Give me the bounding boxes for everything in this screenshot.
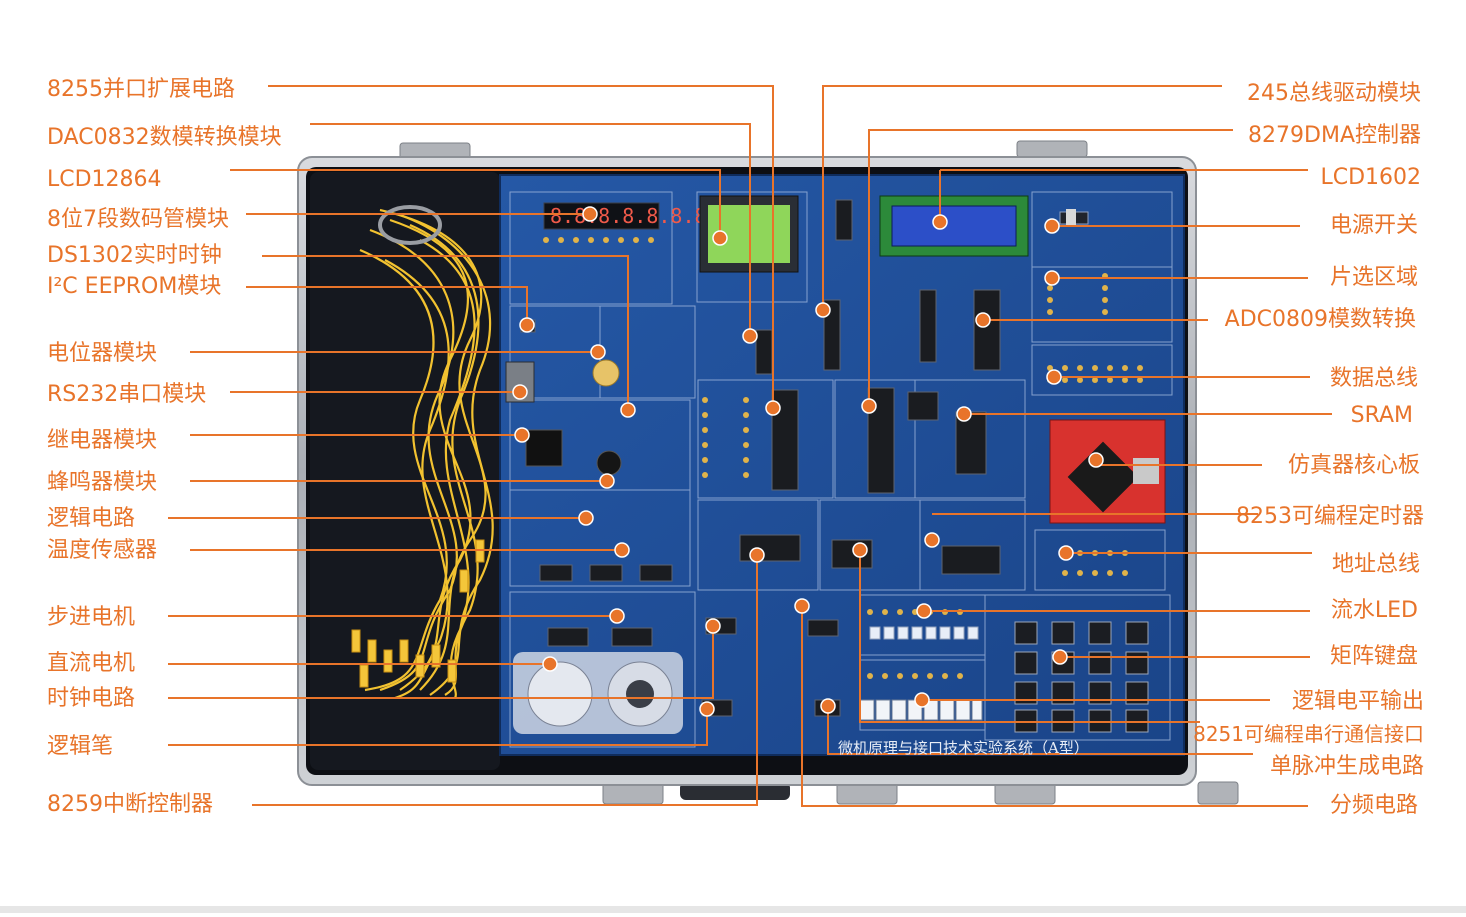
bottom-rule bbox=[0, 906, 1466, 913]
board-section-lines bbox=[509, 191, 1173, 748]
case-handle bbox=[680, 782, 790, 800]
label-8259: 8259中断控制器 bbox=[47, 792, 213, 817]
label-power-switch: 电源开关 bbox=[1329, 213, 1418, 238]
label-lcd12864: LCD12864 bbox=[47, 167, 162, 192]
buzzer bbox=[596, 450, 622, 476]
label-i2c-eeprom: I²C EEPROM模块 bbox=[47, 274, 222, 299]
label-8251: 8251可编程串行通信接口 bbox=[1193, 722, 1424, 746]
label-address-bus: 地址总线 bbox=[1331, 552, 1420, 577]
label-7seg-module: 8位7段数码管模块 bbox=[47, 207, 229, 232]
label-logic-level-output: 逻辑电平输出 bbox=[1291, 689, 1424, 714]
label-chip-select: 片选区域 bbox=[1329, 265, 1418, 290]
label-logic-circuit: 逻辑电路 bbox=[47, 506, 136, 531]
label-buzzer: 蜂鸣器模块 bbox=[47, 470, 158, 495]
label-data-bus: 数据总线 bbox=[1329, 366, 1418, 391]
wire-reel bbox=[378, 205, 442, 245]
label-stepper-motor: 步进电机 bbox=[47, 605, 136, 630]
label-8279: 8279DMA控制器 bbox=[1248, 123, 1421, 148]
label-lcd1602: LCD1602 bbox=[1320, 165, 1421, 190]
power-switch bbox=[1059, 209, 1089, 227]
label-ds1302: DS1302实时时钟 bbox=[47, 243, 222, 268]
label-potentiometer: 电位器模块 bbox=[47, 341, 158, 366]
label-logic-pen: 逻辑笔 bbox=[47, 734, 114, 759]
label-rs232: RS232串口模块 bbox=[47, 382, 207, 407]
leader-lines-left bbox=[168, 85, 781, 806]
label-dc-motor: 直流电机 bbox=[47, 651, 136, 676]
label-8253: 8253可编程定时器 bbox=[1236, 504, 1424, 529]
motor-housing bbox=[513, 652, 683, 734]
label-sram: SRAM bbox=[1350, 403, 1413, 428]
led-row bbox=[869, 626, 979, 640]
potentiometer-knob bbox=[592, 359, 620, 387]
digit-select-pins bbox=[543, 237, 654, 243]
label-matrix-keypad: 矩阵键盘 bbox=[1329, 644, 1418, 669]
header-pins bbox=[702, 273, 1143, 679]
relay bbox=[525, 429, 563, 467]
simulator-core-board bbox=[1049, 419, 1166, 524]
label-simulator-core: 仿真器核心板 bbox=[1287, 453, 1420, 478]
logic-switch-row bbox=[859, 699, 983, 721]
label-clock-circuit: 时钟电路 bbox=[47, 686, 136, 711]
label-relay: 继电器模块 bbox=[47, 428, 158, 453]
case-hinges bbox=[399, 140, 1239, 805]
leader-lines-right bbox=[794, 85, 1332, 807]
lcd1602 bbox=[879, 195, 1029, 257]
label-dac0832: DAC0832数模转换模块 bbox=[47, 125, 282, 150]
label-adc0809: ADC0809模数转换 bbox=[1224, 307, 1416, 332]
label-8255-parallel: 8255并口扩展电路 bbox=[47, 77, 235, 102]
label-single-pulse: 单脉冲生成电路 bbox=[1269, 754, 1424, 779]
label-frequency-divider: 分频电路 bbox=[1329, 793, 1418, 818]
label-245-bus-driver: 245总线驱动模块 bbox=[1247, 81, 1421, 106]
panel-title: 微机原理与接口技术实验系统（A型） bbox=[838, 739, 1089, 757]
label-flowing-led: 流水LED bbox=[1330, 598, 1418, 623]
label-temp-sensor: 温度传感器 bbox=[47, 538, 158, 563]
